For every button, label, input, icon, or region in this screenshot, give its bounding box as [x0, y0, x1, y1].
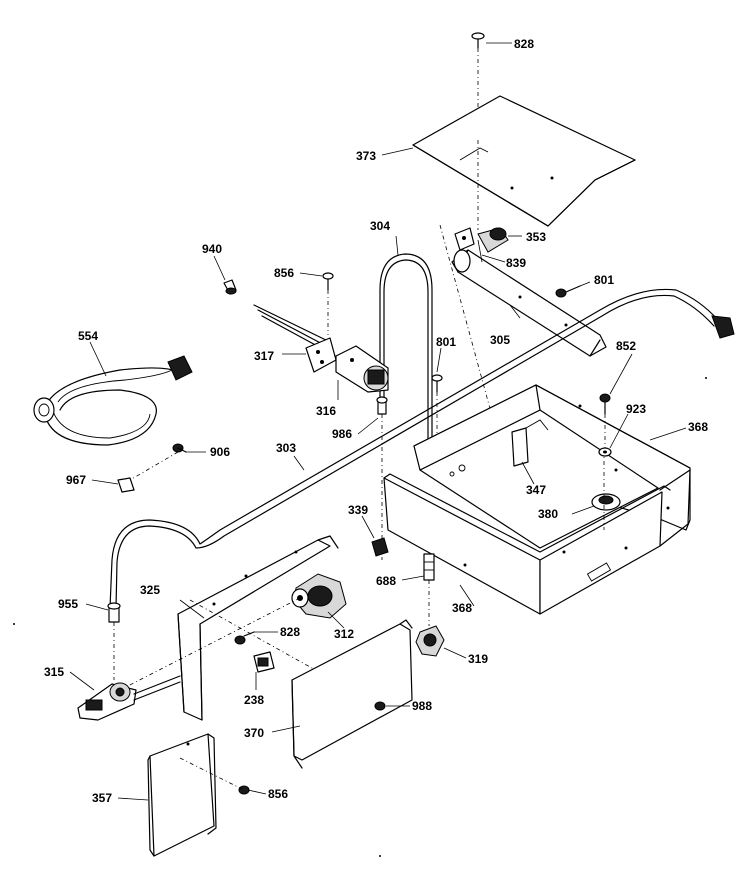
label-303: 303: [276, 441, 296, 455]
label-856: 856: [274, 266, 294, 280]
screw-856-bottom: [179, 757, 267, 795]
label-315: 315: [44, 665, 64, 679]
valve-316: [335, 345, 389, 400]
label-923: 923: [626, 402, 646, 416]
label-380: 380: [538, 507, 558, 521]
label-316: 316: [316, 404, 336, 418]
panel-370: [271, 619, 413, 769]
panel-373: [381, 95, 636, 227]
washer-923: [598, 413, 629, 457]
label-339: 339: [348, 503, 368, 517]
label-317: 317: [254, 349, 274, 363]
label-988: 988: [412, 699, 432, 713]
part-940: [213, 255, 237, 295]
clip-967: [91, 477, 135, 493]
label-688: 688: [376, 574, 396, 588]
screw-828-mid: [234, 631, 278, 645]
harness-554: [33, 341, 193, 446]
label-554: 554: [78, 329, 98, 343]
label-828-mid: 828: [280, 625, 300, 639]
part-339: [361, 515, 389, 557]
label-353: 353: [526, 230, 546, 244]
label-856-bottom: 856: [268, 787, 288, 801]
screw-856: [299, 272, 334, 335]
screw-852: [599, 353, 633, 450]
screw-801-mid: [431, 347, 443, 440]
bracket-347: [511, 419, 549, 485]
valve-312: [291, 573, 347, 629]
label-325: 325: [140, 583, 160, 597]
label-801-right: 801: [594, 273, 614, 287]
label-368-bottom: 368: [452, 601, 472, 615]
thermostat-315: [69, 671, 181, 721]
tube-303: [109, 288, 735, 609]
fitting-986: [357, 396, 388, 560]
label-839: 839: [506, 256, 526, 270]
label-986: 986: [332, 427, 352, 441]
label-373: 373: [356, 149, 376, 163]
screw-906: [129, 443, 206, 481]
label-940: 940: [202, 242, 222, 256]
label-347: 347: [526, 483, 546, 497]
label-906: 906: [210, 445, 230, 459]
orifice-688: [401, 553, 435, 626]
label-368-top: 368: [688, 420, 708, 434]
label-828-top: 828: [514, 37, 534, 51]
screw-828-top: [471, 32, 512, 140]
label-967: 967: [66, 473, 86, 487]
label-955: 955: [58, 597, 78, 611]
screw-801-right: [555, 281, 591, 298]
bracket-353: [454, 227, 522, 253]
label-370: 370: [244, 726, 264, 740]
part-380: [571, 450, 621, 530]
label-312: 312: [334, 627, 354, 641]
tube-304: [379, 235, 433, 441]
label-304: 304: [370, 219, 390, 233]
fitting-955: [85, 602, 121, 680]
screw-988: [374, 701, 410, 711]
label-852: 852: [616, 339, 636, 353]
label-238: 238: [244, 693, 264, 707]
label-319: 319: [468, 652, 488, 666]
bracket-325: [177, 535, 339, 721]
label-801-mid: 801: [436, 335, 456, 349]
label-357: 357: [92, 791, 112, 805]
burner-box-368: [383, 384, 691, 615]
bracket-317: [253, 304, 337, 373]
valve-319: [415, 625, 467, 659]
panel-357: [117, 733, 217, 857]
burner-305: [451, 249, 607, 357]
label-305: 305: [490, 333, 510, 347]
switch-238: [253, 651, 275, 690]
